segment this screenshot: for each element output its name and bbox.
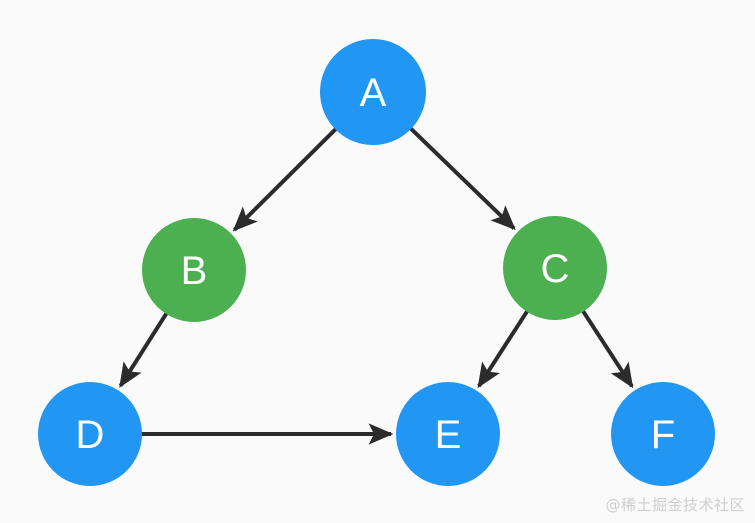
node-e-circle[interactable] — [396, 382, 500, 486]
node-b[interactable]: B — [142, 218, 246, 322]
node-f-circle[interactable] — [611, 382, 715, 486]
edge-a-to-c — [408, 126, 516, 231]
node-a-label: A — [360, 71, 387, 115]
node-d-circle[interactable] — [38, 382, 142, 486]
edge-c-to-f — [580, 308, 634, 389]
node-b-circle[interactable] — [142, 218, 246, 322]
node-b-label: B — [181, 249, 208, 293]
node-d[interactable]: D — [38, 382, 142, 486]
node-e-label: E — [435, 413, 462, 457]
node-a[interactable]: A — [320, 39, 426, 145]
node-e[interactable]: E — [396, 382, 500, 486]
edge-b-to-d — [118, 311, 169, 388]
node-c[interactable]: C — [503, 216, 607, 320]
node-f[interactable]: F — [611, 382, 715, 486]
node-c-circle[interactable] — [503, 216, 607, 320]
watermark-text: @稀土掘金技术社区 — [605, 496, 745, 514]
edges-layer — [118, 126, 634, 445]
node-f-label: F — [651, 413, 675, 457]
edge-a-to-b — [232, 126, 339, 232]
node-a-circle[interactable] — [320, 39, 426, 145]
node-c-label: C — [541, 247, 570, 291]
nodes-layer: A B C D E F — [38, 39, 715, 486]
node-d-label: D — [76, 413, 105, 457]
edge-c-to-e — [477, 308, 530, 389]
